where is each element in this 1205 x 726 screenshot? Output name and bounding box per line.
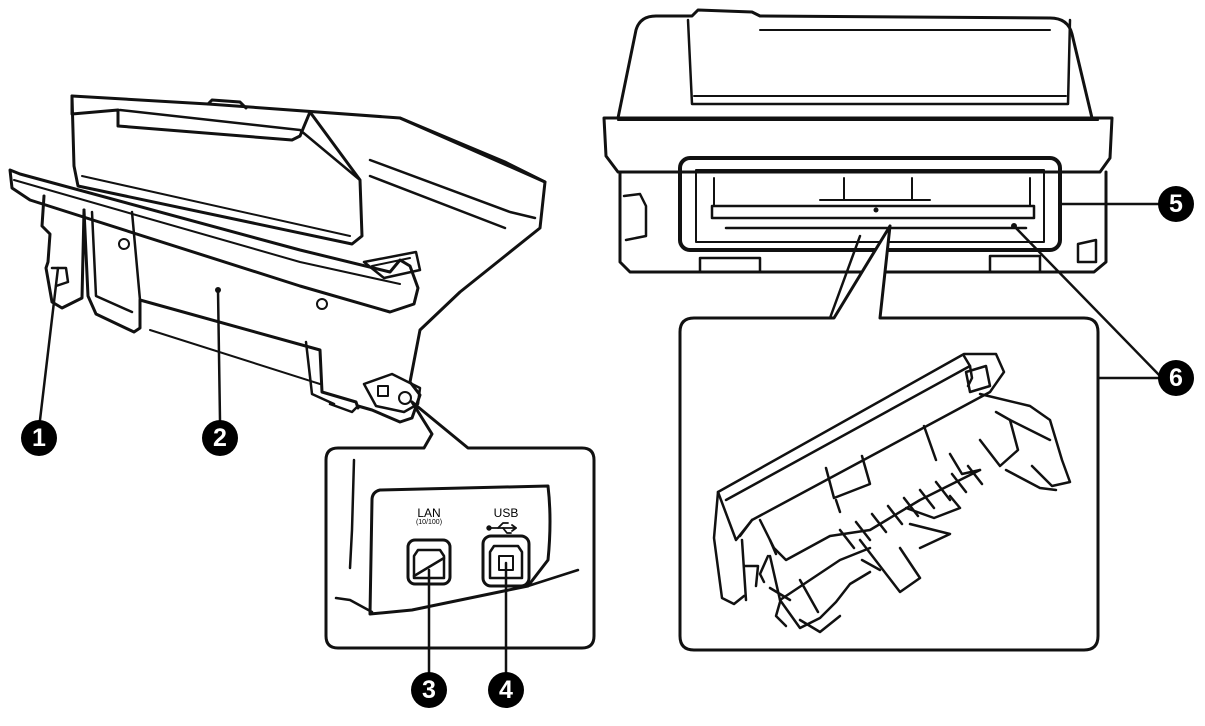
leader-line-2 bbox=[216, 288, 222, 422]
callout-1: 1 bbox=[21, 420, 57, 456]
usb-symbol-icon bbox=[486, 522, 517, 534]
leader-line-1 bbox=[38, 266, 60, 422]
printer-left-view bbox=[8, 94, 547, 424]
leader-line-6a bbox=[1012, 224, 1164, 380]
lan-label: LAN bbox=[417, 506, 441, 520]
callout-5: 5 bbox=[1158, 186, 1194, 222]
rear-cover-unit bbox=[712, 352, 1072, 634]
callout-6: 6 bbox=[1158, 360, 1194, 396]
lan-speed-label: (10/100) bbox=[415, 519, 443, 526]
printer-right-view bbox=[602, 8, 1114, 274]
callout-2: 2 bbox=[202, 420, 238, 456]
callout-3: 3 bbox=[411, 672, 447, 708]
callout-4: 4 bbox=[488, 672, 524, 708]
ports-zoom-bubble bbox=[324, 400, 596, 650]
usb-label: USB bbox=[493, 506, 519, 520]
